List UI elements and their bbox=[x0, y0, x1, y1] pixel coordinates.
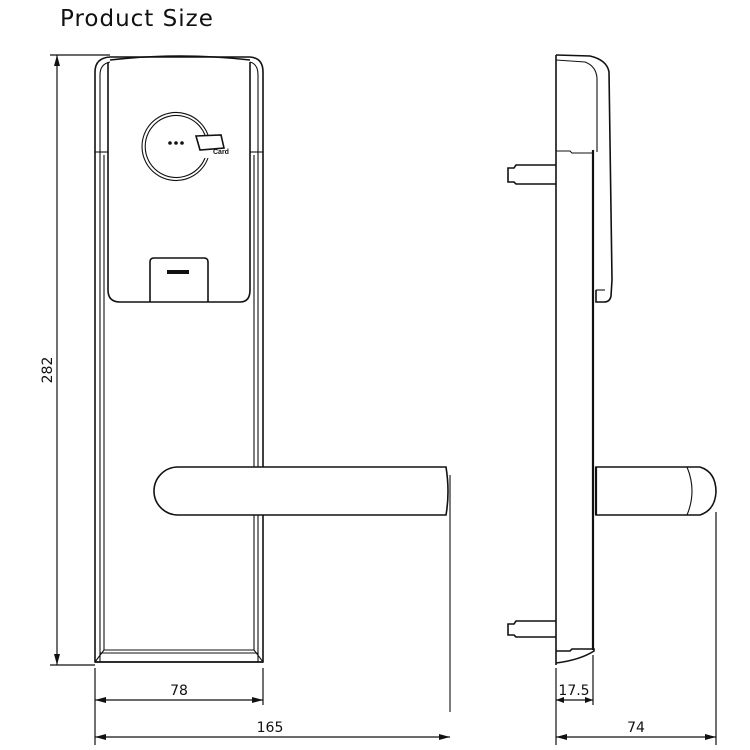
dim-plate-width-label: 78 bbox=[170, 683, 188, 699]
dimension-height: 282 bbox=[40, 54, 110, 666]
side-view bbox=[507, 54, 717, 665]
card-reader-icon: Card bbox=[141, 111, 229, 182]
lever-handle bbox=[153, 466, 451, 712]
dim-total-depth-label: 74 bbox=[627, 720, 645, 736]
dimension-total-depth: 74 bbox=[556, 512, 717, 745]
card-label: Card bbox=[213, 149, 229, 156]
side-lever-handle bbox=[594, 466, 717, 516]
dimension-thickness: 17.5 bbox=[555, 655, 594, 745]
page-title: Product Size bbox=[60, 6, 214, 32]
dim-height-label: 282 bbox=[40, 357, 56, 384]
key-slot bbox=[149, 257, 209, 302]
dim-thickness-label: 17.5 bbox=[558, 683, 589, 699]
dim-total-width-label: 165 bbox=[257, 720, 284, 736]
dimension-plate-width: 78 bbox=[94, 668, 264, 745]
dimension-total-width: 165 bbox=[95, 720, 450, 740]
front-view: Card bbox=[94, 55, 451, 712]
